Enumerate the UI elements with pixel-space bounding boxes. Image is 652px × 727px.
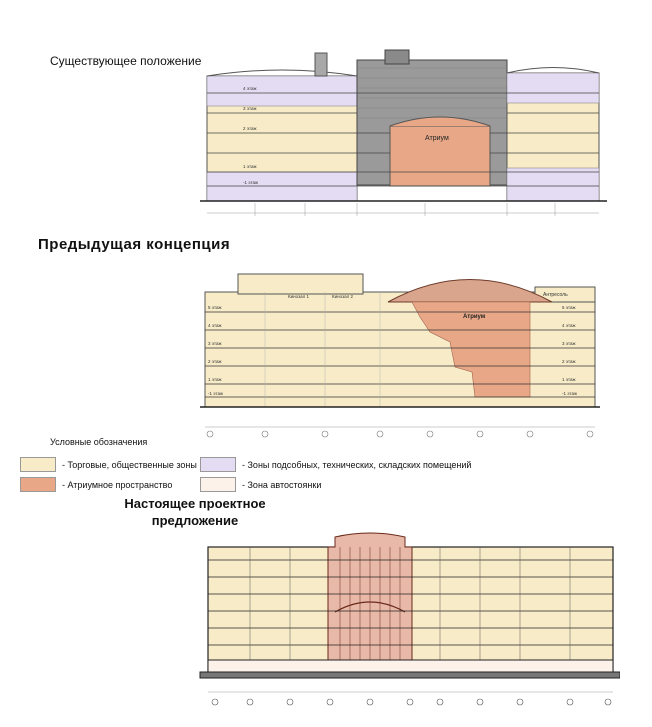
- legend-item-parking: - Зона автостоянки: [200, 477, 321, 492]
- existing-section-drawing: Атриум 4 этаж 3 этаж 2 этаж 1 этаж -1 эт…: [200, 49, 607, 216]
- current-title-line1: Настоящее проектное: [124, 496, 266, 511]
- legend-label: - Зона автостоянки: [242, 479, 322, 490]
- previous-building: [204, 291, 596, 408]
- existing-atrium-label: Атриум: [425, 135, 449, 142]
- existing-floor-label: 4 этаж: [243, 86, 256, 91]
- previous-floor-label-left: 5 этаж: [208, 305, 221, 310]
- previous-section-drawing: Атриум Кинозал 1 Кинозал 2 Антресоль 5 э…: [200, 273, 600, 438]
- previous-floor-label-right: 3 этаж: [562, 341, 575, 346]
- legend-swatch: [20, 477, 56, 492]
- previous-floor-label-left: 1 этаж: [208, 377, 221, 382]
- previous-floor-label-right: 1 этаж: [562, 377, 575, 382]
- legend-item-atrium: - Атриумное пространство: [20, 477, 172, 492]
- previous-floor-label-right: 5 этаж: [562, 305, 575, 310]
- legend-label: - Зоны подсобных, технических, складских…: [242, 459, 472, 470]
- current-section-title: Настоящее проектное предложение: [100, 495, 290, 529]
- previous-roof-label: Антресоль: [543, 292, 568, 298]
- existing-floor-label: 3 этаж: [243, 106, 256, 111]
- legend-item-retail: - Торговые, общественные зоны: [20, 457, 197, 472]
- existing-floor-label: 2 этаж: [243, 126, 256, 131]
- previous-floor-label-right: -1 этаж: [562, 391, 577, 396]
- previous-floor-label-right: 2 этаж: [562, 359, 575, 364]
- previous-atrium-label: Атриум: [463, 314, 486, 320]
- legend-heading: Условные обозначения: [50, 437, 148, 447]
- previous-floor-label-left: 2 этаж: [208, 359, 221, 364]
- previous-cinema-1: Кинозал 1: [288, 294, 310, 299]
- current-title-line2: предложение: [151, 513, 239, 528]
- existing-floor-label: -1 этаж: [243, 180, 258, 185]
- legend-swatch: [200, 477, 236, 492]
- legend-label: - Торговые, общественные зоны: [62, 459, 197, 470]
- previous-floor-label-left: 3 этаж: [208, 341, 221, 346]
- previous-cinema-2: Кинозал 2: [332, 294, 354, 299]
- existing-section-title: Существующее положение: [50, 54, 202, 68]
- previous-floor-label-left: -1 этаж: [208, 391, 223, 396]
- existing-atrium: [389, 125, 491, 187]
- previous-section-title: Предыдущая концепция: [38, 236, 231, 253]
- legend-item-technical: - Зоны подсобных, технических, складских…: [200, 457, 471, 472]
- current-section-drawing: [199, 532, 620, 706]
- existing-floor-label: 1 этаж: [243, 164, 256, 169]
- previous-floor-label-right: 4 этаж: [562, 323, 575, 328]
- previous-floor-label-left: 4 этаж: [208, 323, 221, 328]
- legend-swatch: [20, 457, 56, 472]
- legend-label: - Атриумное пространство: [62, 479, 173, 490]
- previous-atrium: [411, 301, 531, 398]
- previous-dome: [387, 279, 553, 303]
- legend-swatch: [200, 457, 236, 472]
